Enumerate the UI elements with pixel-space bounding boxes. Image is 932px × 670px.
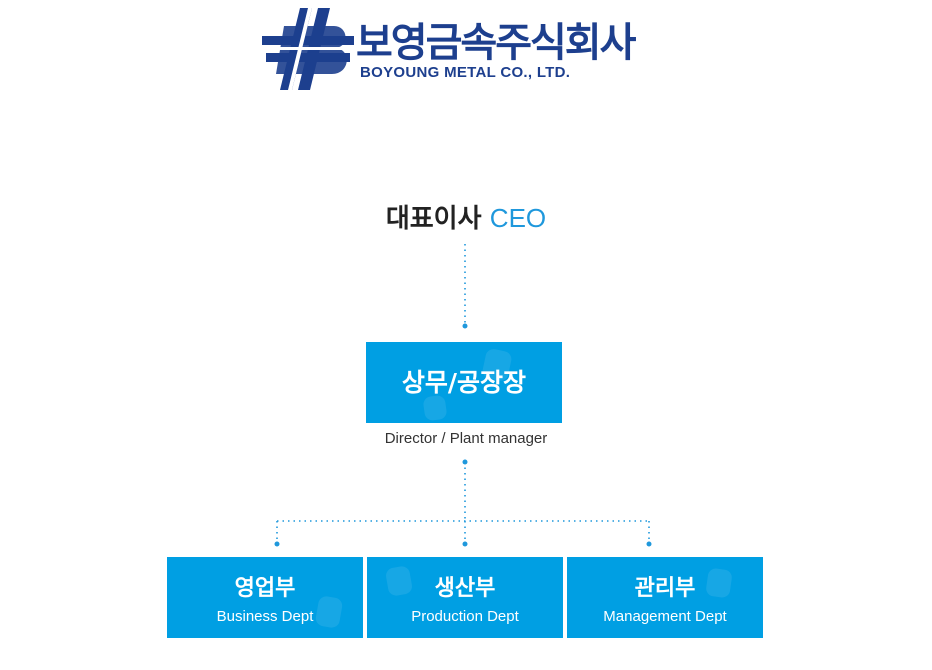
ceo-node: 대표이사 CEO	[300, 198, 632, 235]
dept-label-english: Business Dept	[216, 608, 314, 625]
dept-label-korean: 생산부	[434, 576, 496, 601]
company-logo: 보영금속주식회사 BOYOUNG METAL CO., LTD.	[262, 6, 662, 92]
director-box: 상무/공장장	[366, 342, 562, 423]
connector-dot	[646, 541, 652, 547]
dept-box-management: 관리부 Management Dept	[567, 557, 763, 638]
director-label-english: Director / Plant manager	[384, 430, 548, 447]
dept-label-korean: 관리부	[634, 576, 696, 601]
ceo-label-korean: 대표이사	[385, 204, 482, 234]
company-logo-mark-icon	[262, 8, 354, 90]
dept-box-production: 생산부 Production Dept	[367, 557, 563, 638]
connector-dot	[462, 541, 468, 547]
director-label-korean: 상무/공장장	[401, 368, 527, 397]
company-name-korean: 보영금속주식회사	[356, 20, 636, 66]
dept-label-english: Management Dept	[603, 608, 727, 625]
connector-dot	[462, 459, 468, 465]
dept-label-korean: 영업부	[234, 576, 296, 601]
dept-box-business: 영업부 Business Dept	[167, 557, 363, 638]
company-name-english: BOYOUNG METAL CO., LTD.	[360, 64, 571, 81]
ceo-label-english: CEO	[489, 203, 547, 233]
connector-dot	[274, 541, 280, 547]
connector-dot	[462, 323, 468, 329]
dept-label-english: Production Dept	[411, 608, 519, 625]
